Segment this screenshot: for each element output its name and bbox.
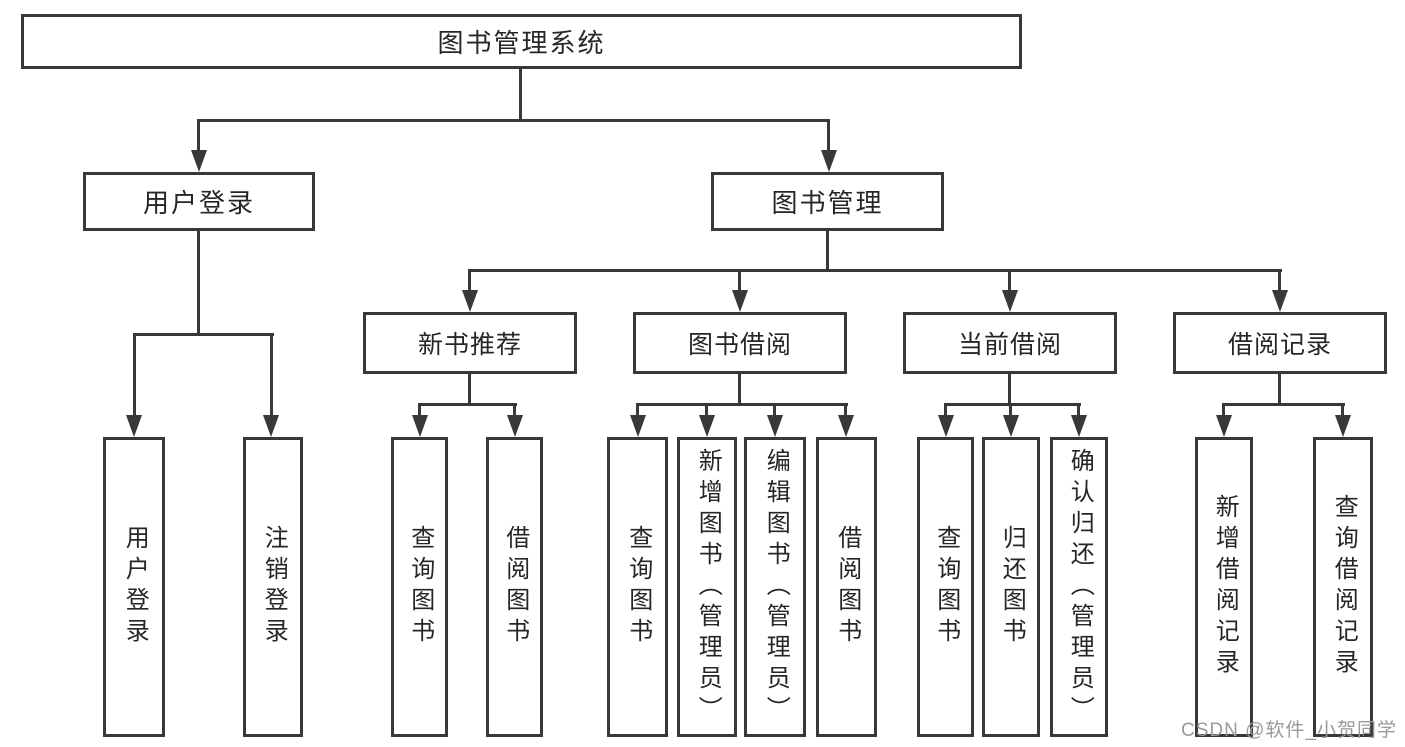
leaf-borrowing-add-books-admin-label: 新增图书（管理员） (694, 447, 722, 727)
node-new-book-recommend: 新书推荐 (363, 312, 577, 374)
arrow-down-icon (191, 150, 207, 172)
connector-line (133, 333, 274, 336)
arrow-down-icon (838, 415, 854, 437)
leaf-current-query-books-label: 查询图书 (932, 525, 960, 649)
arrow-down-icon (263, 415, 279, 437)
connector-line (468, 271, 471, 292)
leaf-borrowing-borrow-books: 借阅图书 (816, 437, 877, 737)
leaf-records-add-record-label: 新增借阅记录 (1211, 494, 1239, 680)
arrow-down-icon (767, 415, 783, 437)
connector-line (1222, 405, 1225, 417)
connector-line (197, 119, 830, 122)
connector-line (270, 335, 273, 416)
leaf-newrec-query-books-label: 查询图书 (406, 525, 434, 649)
leaf-current-return-books: 归还图书 (982, 437, 1040, 737)
arrow-down-icon (1216, 415, 1232, 437)
connector-line (197, 121, 200, 152)
node-book-management-label: 图书管理 (771, 188, 884, 218)
arrow-down-icon (1003, 415, 1019, 437)
node-book-borrowing: 图书借阅 (633, 312, 847, 374)
connector-line (636, 405, 639, 417)
arrow-down-icon (938, 415, 954, 437)
arrow-down-icon (1002, 290, 1018, 312)
connector-line (1222, 403, 1345, 406)
leaf-newrec-borrow-books-label: 借阅图书 (501, 525, 529, 649)
connector-line (133, 335, 136, 416)
arrow-down-icon (1335, 415, 1351, 437)
node-root: 图书管理系统 (21, 14, 1022, 69)
leaf-logout-label: 注销登录 (260, 525, 288, 649)
connector-line (738, 374, 741, 406)
node-current-borrowing-label: 当前借阅 (957, 331, 1062, 359)
connector-line (826, 231, 829, 271)
connector-line (705, 405, 708, 417)
connector-line (1009, 405, 1012, 417)
leaf-borrowing-edit-books-admin-label: 编辑图书（管理员） (762, 447, 790, 727)
arrow-down-icon (732, 290, 748, 312)
connector-line (827, 121, 830, 152)
node-root-label: 图书管理系统 (437, 28, 606, 58)
node-new-book-recommend-label: 新书推荐 (417, 331, 522, 359)
connector-line (418, 403, 517, 406)
leaf-current-return-books-label: 归还图书 (998, 525, 1026, 649)
connector-line (513, 405, 516, 417)
connector-line (738, 271, 741, 292)
connector-line (773, 405, 776, 417)
leaf-current-confirm-return-admin: 确认归还（管理员） (1050, 437, 1108, 737)
connector-line (468, 374, 471, 406)
leaf-borrowing-query-books-label: 查询图书 (624, 525, 652, 649)
connector-line (1008, 271, 1011, 292)
connector-line (844, 405, 847, 417)
node-borrowing-records-label: 借阅记录 (1227, 331, 1332, 359)
connector-line (944, 405, 947, 417)
connector-line (1278, 374, 1281, 406)
arrow-down-icon (507, 415, 523, 437)
connector-line (418, 405, 421, 417)
arrow-down-icon (462, 290, 478, 312)
connector-line (468, 269, 1282, 272)
connector-line (519, 69, 522, 121)
connector-line (197, 231, 200, 336)
arrow-down-icon (1272, 290, 1288, 312)
watermark: CSDN @软件_小贺同学 (1181, 720, 1397, 741)
leaf-newrec-query-books: 查询图书 (391, 437, 448, 737)
connector-line (944, 403, 1081, 406)
leaf-borrowing-edit-books-admin: 编辑图书（管理员） (744, 437, 806, 737)
leaf-borrowing-query-books: 查询图书 (607, 437, 668, 737)
connector-line (636, 403, 848, 406)
arrow-down-icon (821, 150, 837, 172)
leaf-current-confirm-return-admin-label: 确认归还（管理员） (1066, 447, 1094, 727)
connector-line (1341, 405, 1344, 417)
node-user-login: 用户登录 (83, 172, 315, 231)
leaf-records-add-record: 新增借阅记录 (1195, 437, 1253, 737)
arrow-down-icon (699, 415, 715, 437)
node-current-borrowing: 当前借阅 (903, 312, 1117, 374)
arrow-down-icon (126, 415, 142, 437)
arrow-down-icon (412, 415, 428, 437)
node-user-login-label: 用户登录 (142, 188, 255, 218)
leaf-borrowing-borrow-books-label: 借阅图书 (833, 525, 861, 649)
node-borrowing-records: 借阅记录 (1173, 312, 1387, 374)
connector-line (1278, 271, 1281, 292)
arrow-down-icon (630, 415, 646, 437)
leaf-borrowing-add-books-admin: 新增图书（管理员） (677, 437, 737, 737)
connector-line (1008, 374, 1011, 406)
arrow-down-icon (1071, 415, 1087, 437)
leaf-user-login: 用户登录 (103, 437, 165, 737)
leaf-records-query-record: 查询借阅记录 (1313, 437, 1373, 737)
leaf-newrec-borrow-books: 借阅图书 (486, 437, 543, 737)
leaf-logout: 注销登录 (243, 437, 303, 737)
leaf-user-login-label: 用户登录 (121, 525, 149, 649)
node-book-borrowing-label: 图书借阅 (687, 331, 792, 359)
leaf-current-query-books: 查询图书 (917, 437, 974, 737)
node-book-management: 图书管理 (711, 172, 944, 231)
connector-line (1077, 405, 1080, 417)
leaf-records-query-record-label: 查询借阅记录 (1330, 494, 1358, 680)
